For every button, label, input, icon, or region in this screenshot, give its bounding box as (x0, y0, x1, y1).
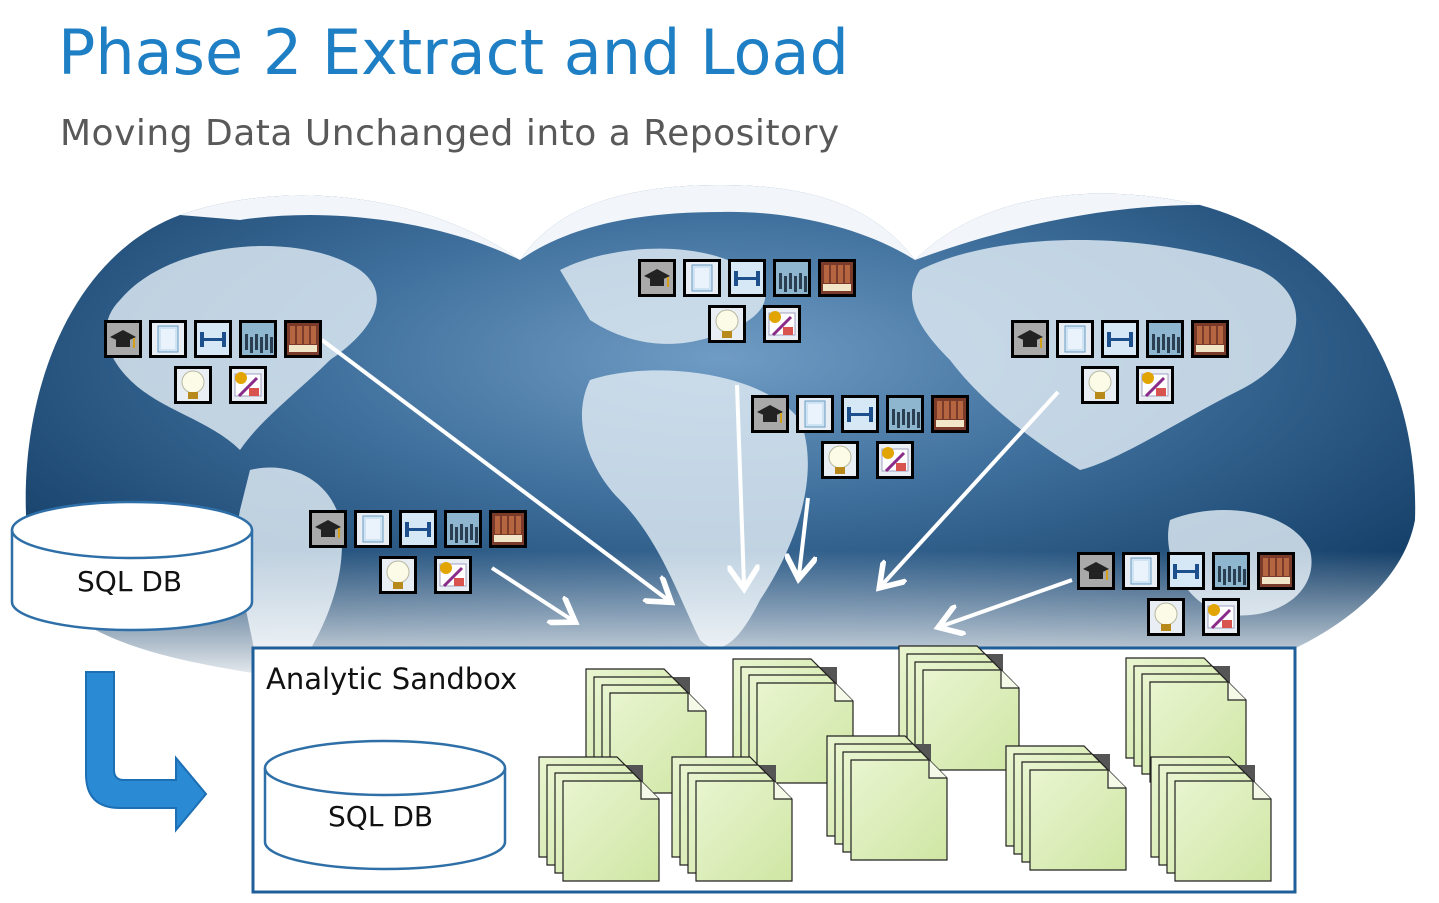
icon-cluster-australia (1077, 552, 1295, 636)
dumbbell-icon (399, 510, 437, 548)
arrow-south-america (490, 566, 572, 620)
books-icon (284, 320, 322, 358)
dumbbell-icon (194, 320, 232, 358)
extract-arrows (320, 338, 1073, 626)
icon-cluster-europe (638, 259, 856, 343)
slide-subtitle: Moving Data Unchanged into a Repository (60, 113, 840, 154)
arrow-north-america (320, 338, 668, 600)
crowd-icon (444, 510, 482, 548)
arrow-europe (737, 384, 744, 585)
sandbox-label: Analytic Sandbox (266, 662, 518, 696)
dumbbell-icon (728, 259, 766, 297)
icon-cluster-asia (1011, 320, 1229, 404)
document-stack (898, 645, 1020, 771)
certificate-icon (1202, 598, 1240, 636)
document-icon (683, 259, 721, 297)
lightbulb-icon (174, 366, 212, 404)
document-stack (671, 756, 793, 882)
lightbulb-icon (1081, 366, 1119, 404)
arrow-asia (882, 390, 1060, 585)
arrow-australia (942, 578, 1073, 626)
icon-cluster-north-america (104, 320, 322, 404)
document-icon (354, 510, 392, 548)
lightbulb-icon (379, 556, 417, 594)
document-icon (149, 320, 187, 358)
dumbbell-icon (1101, 320, 1139, 358)
crowd-icon (886, 395, 924, 433)
crowd-icon (239, 320, 277, 358)
external-sql-db-cylinder (10, 500, 254, 632)
graduation-cap-icon (638, 259, 676, 297)
document-stack (826, 735, 948, 861)
slide-title: Phase 2 Extract and Load (58, 16, 849, 89)
crowd-icon (1212, 552, 1250, 590)
crowd-icon (773, 259, 811, 297)
crowd-icon (1146, 320, 1184, 358)
dumbbell-icon (1167, 552, 1205, 590)
certificate-icon (876, 441, 914, 479)
books-icon (489, 510, 527, 548)
document-stack (538, 756, 660, 882)
source-icon-clusters (104, 259, 1295, 636)
certificate-icon (434, 556, 472, 594)
books-icon (931, 395, 969, 433)
external-db-label: SQL DB (77, 565, 183, 598)
books-icon (818, 259, 856, 297)
sandbox-sql-db-cylinder (263, 739, 507, 871)
certificate-icon (763, 305, 801, 343)
icon-cluster-south-america (309, 510, 527, 594)
certificate-icon (1136, 366, 1174, 404)
document-icon (796, 395, 834, 433)
graduation-cap-icon (1077, 552, 1115, 590)
load-arrow (85, 671, 208, 833)
graduation-cap-icon (309, 510, 347, 548)
books-icon (1191, 320, 1229, 358)
document-stack (1150, 756, 1272, 882)
dumbbell-icon (841, 395, 879, 433)
document-stacks (538, 645, 1272, 882)
graduation-cap-icon (1011, 320, 1049, 358)
books-icon (1257, 552, 1295, 590)
document-icon (1056, 320, 1094, 358)
document-stack (1005, 745, 1127, 871)
document-icon (1122, 552, 1160, 590)
icon-cluster-africa (751, 395, 969, 479)
graduation-cap-icon (104, 320, 142, 358)
sandbox-db-label: SQL DB (328, 800, 434, 833)
arrow-africa (799, 497, 808, 575)
graduation-cap-icon (751, 395, 789, 433)
lightbulb-icon (1147, 598, 1185, 636)
lightbulb-icon (821, 441, 859, 479)
lightbulb-icon (708, 305, 746, 343)
certificate-icon (229, 366, 267, 404)
